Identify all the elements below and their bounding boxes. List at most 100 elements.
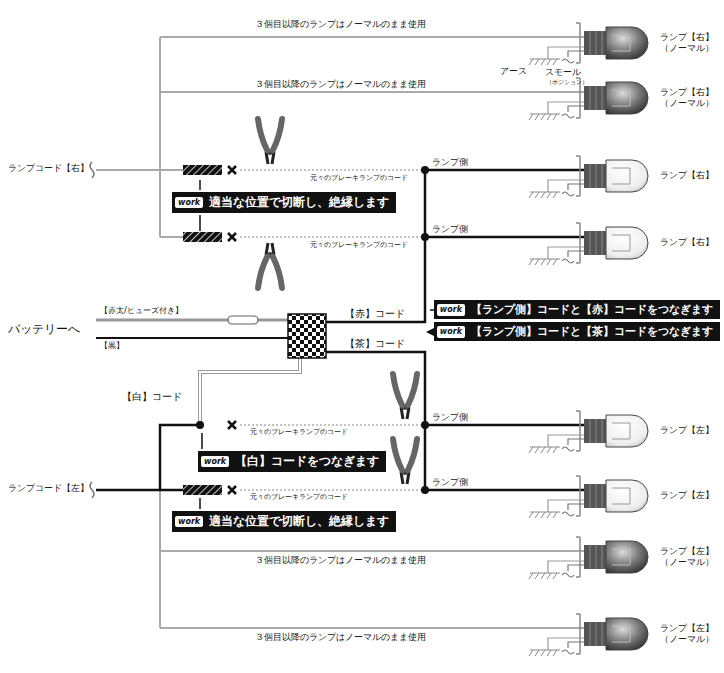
control-unit (288, 314, 326, 358)
text-label: バッテリーへ (8, 323, 80, 335)
text-label: （ポジション） (546, 79, 588, 85)
insulated-end (183, 165, 222, 175)
insulated-end (183, 232, 222, 242)
lamp-base-ridge (590, 86, 602, 110)
earth-wire (548, 180, 584, 192)
lamp-node: ランプ【右】 (580, 154, 722, 198)
lamp-mount (576, 537, 580, 577)
text-label: ランプコード【左】 (8, 484, 89, 493)
callout-text: 適当な位置で切断し、絶縁します (209, 195, 389, 210)
lamp-node: ランプ【左】 (580, 474, 722, 518)
lamp-label: ランプ【右】 (654, 170, 720, 181)
earth-symbol (529, 59, 560, 65)
lamp-mount (576, 614, 580, 654)
pliers-icon (393, 374, 417, 419)
lamp-label: ランプ【左】 (654, 425, 720, 436)
lamp-base (584, 484, 606, 508)
pliers-icon (393, 439, 417, 484)
cord-break (90, 162, 94, 498)
text-label: ランプ側 (432, 478, 468, 487)
earth-symbol (529, 512, 560, 518)
text-label: ランプ側 (432, 158, 468, 167)
work-callout: work 【ランプ側】コードと【赤】コードをつなぎます (434, 300, 720, 319)
work-callout: work 適当な位置で切断し、絶縁します (172, 511, 396, 532)
lamp-base (584, 622, 606, 646)
fuse (228, 316, 258, 324)
lamp-bulb (606, 82, 648, 114)
white-cord-core (200, 358, 300, 425)
text-label: 元々のブレーキランプのコード (250, 429, 348, 436)
text-label: ３個目以降のランプはノーマルのまま使用 (255, 556, 426, 565)
small-lamp-wire (562, 565, 584, 577)
text-label: 【茶】コード (345, 339, 405, 349)
lamp-base (584, 419, 606, 443)
lamp-bulb (606, 618, 648, 650)
earth-symbol (529, 447, 560, 453)
text-label: 【赤】コード (345, 309, 405, 319)
earth-symbol (529, 573, 560, 579)
earth-wire (548, 102, 584, 114)
lamp-base-ridge (590, 484, 602, 508)
callout-arrow (200, 180, 436, 509)
text-label: ３個目以降のランプはノーマルのまま使用 (255, 80, 426, 89)
lamp-filament (612, 549, 630, 565)
lamp-bulb (606, 227, 648, 259)
lamp-node: ランプ【左】 (580, 409, 722, 453)
small-lamp-wire (562, 642, 584, 654)
lamp-base (584, 164, 606, 188)
text-label: ３個目以降のランプはノーマルのまま使用 (255, 633, 426, 642)
work-badge: work (175, 197, 203, 209)
earth-symbol (529, 259, 560, 265)
work-callout: work 適当な位置で切断し、絶縁します (172, 192, 396, 213)
lamp-bulb (606, 415, 648, 447)
lamp-label: ランプ【右】 (654, 237, 720, 248)
work-badge: work (437, 326, 465, 338)
original-brake-cord (240, 170, 425, 490)
ground-cord (96, 337, 288, 339)
lamp-base-ridge (590, 231, 602, 255)
lamp-base-ridge (590, 545, 602, 569)
lamp-label: ランプ【右】 （ノーマル） (654, 87, 720, 110)
battery-plus-cord (96, 319, 288, 322)
callout-text: 【白】コードをつなぎます (235, 454, 379, 469)
callout-text: 【ランプ側】コードと【茶】コードをつなぎます (471, 325, 713, 338)
earth-wire (548, 247, 584, 259)
lamp-bulb (606, 480, 648, 512)
small-lamp-wire (562, 106, 584, 118)
insulated-end (183, 485, 222, 495)
lamp-filament (612, 626, 630, 642)
lamp-label: ランプ【左】 （ノーマル） (654, 623, 720, 646)
earth-wire (548, 638, 584, 650)
text-label: ランプコード【右】 (8, 164, 89, 173)
earth-wire (548, 561, 584, 573)
lamp-label: ランプ【左】 （ノーマル） (654, 546, 720, 569)
lamp-mount (576, 23, 580, 63)
work-badge: work (201, 456, 229, 468)
cut-mark (228, 166, 236, 494)
junction-dot (196, 166, 429, 494)
lamp-filament (612, 90, 630, 106)
callout-text: 【ランプ側】コードと【赤】コードをつなぎます (471, 303, 713, 316)
small-lamp-wire (562, 51, 584, 63)
lamp-label: ランプ【左】 (654, 490, 720, 501)
text-label: 【黒】 (100, 342, 124, 350)
earth-symbol (529, 650, 560, 656)
lamp-filament (612, 168, 630, 184)
small-lamp-wire (562, 439, 584, 451)
callout-text: 適当な位置で切断し、絶縁します (209, 514, 389, 529)
lamp-base-ridge (590, 419, 602, 443)
text-label: ランプ側 (432, 413, 468, 422)
earth-wire (548, 500, 584, 512)
earth-wire (548, 47, 584, 59)
lamp-filament (612, 423, 630, 439)
lamp-bulb (606, 541, 648, 573)
work-badge: work (437, 304, 465, 316)
work-callout: work 【白】コードをつなぎます (198, 451, 386, 472)
text-label: アース (500, 67, 527, 76)
lamp-base-ridge (590, 622, 602, 646)
lamp-mount (576, 476, 580, 516)
work-badge: work (175, 516, 203, 528)
pliers-icon (258, 119, 282, 164)
earth-wire (548, 435, 584, 447)
